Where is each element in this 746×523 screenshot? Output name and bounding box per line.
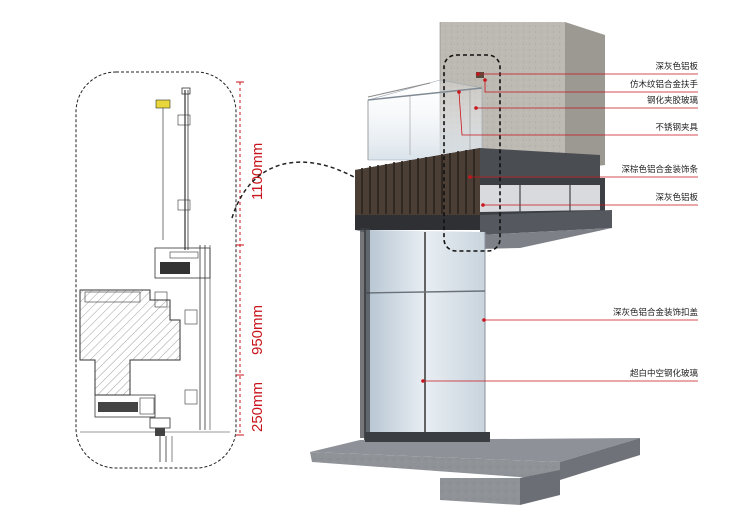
callout-stainless-clamp: 不锈钢夹具 [655,122,698,133]
callout-insulated-glass: 超白中空钢化玻璃 [630,368,699,379]
callout-brown-decorative-strip: 深棕色铝合金装饰条 [621,164,698,175]
callouts: 深灰色铝板 仿木纹铝合金扶手 钢化夹胶玻璃 不锈钢夹具 深棕色铝合金装饰条 深灰… [421,61,698,383]
dimension-line: 1100mm 950mm 250mm [236,81,266,436]
dark-aluminium-band [355,215,480,230]
callout-dark-grey-panel-top: 深灰色铝板 [655,61,698,72]
callout-woodgrain-handrail: 仿木纹铝合金扶手 [630,79,699,90]
callout-dark-grey-panel-bottom: 深灰色铝板 [655,192,698,203]
facade-3d-render [310,22,640,505]
dimension-950: 950mm [249,305,266,355]
connector-curve [231,161,441,219]
callout-laminated-glass: 钢化夹胶玻璃 [647,95,699,106]
glass-curtain-wall [360,228,486,440]
callout-decorative-cover: 深灰色铝合金装饰扣盖 [613,307,699,318]
concrete-section [79,289,181,396]
handrail [476,72,484,78]
section-outline [75,71,237,469]
dimension-250: 250mm [249,382,266,432]
decorative-slats [355,148,480,215]
section-drawing [75,71,237,469]
ground-slab [310,438,640,462]
dimension-1100: 1100mm [249,143,266,200]
highlight-box [443,54,501,252]
upper-glass-railing [367,79,483,161]
